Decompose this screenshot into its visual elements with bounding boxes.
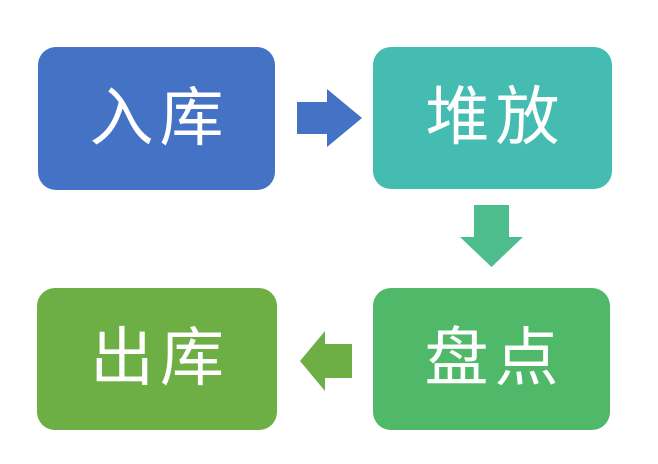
arrow-left-icon <box>300 331 352 391</box>
arrow-right-icon <box>297 89 362 147</box>
flow-box-outbound: 出库 <box>37 288 277 430</box>
arrow-right-shape <box>297 89 362 147</box>
flow-box-stocktake-label: 盘点 <box>424 322 565 396</box>
flow-box-stacking: 堆放 <box>373 47 612 189</box>
flow-box-inbound-label: 入库 <box>89 81 230 156</box>
flow-box-inbound: 入库 <box>38 47 275 190</box>
flow-box-stacking-label: 堆放 <box>425 81 566 155</box>
arrow-down-icon <box>460 205 523 267</box>
flow-box-outbound-label: 出库 <box>90 322 230 396</box>
flow-box-stocktake: 盘点 <box>373 288 610 430</box>
arrow-down-shape <box>460 205 523 267</box>
arrow-left-shape <box>300 331 352 391</box>
